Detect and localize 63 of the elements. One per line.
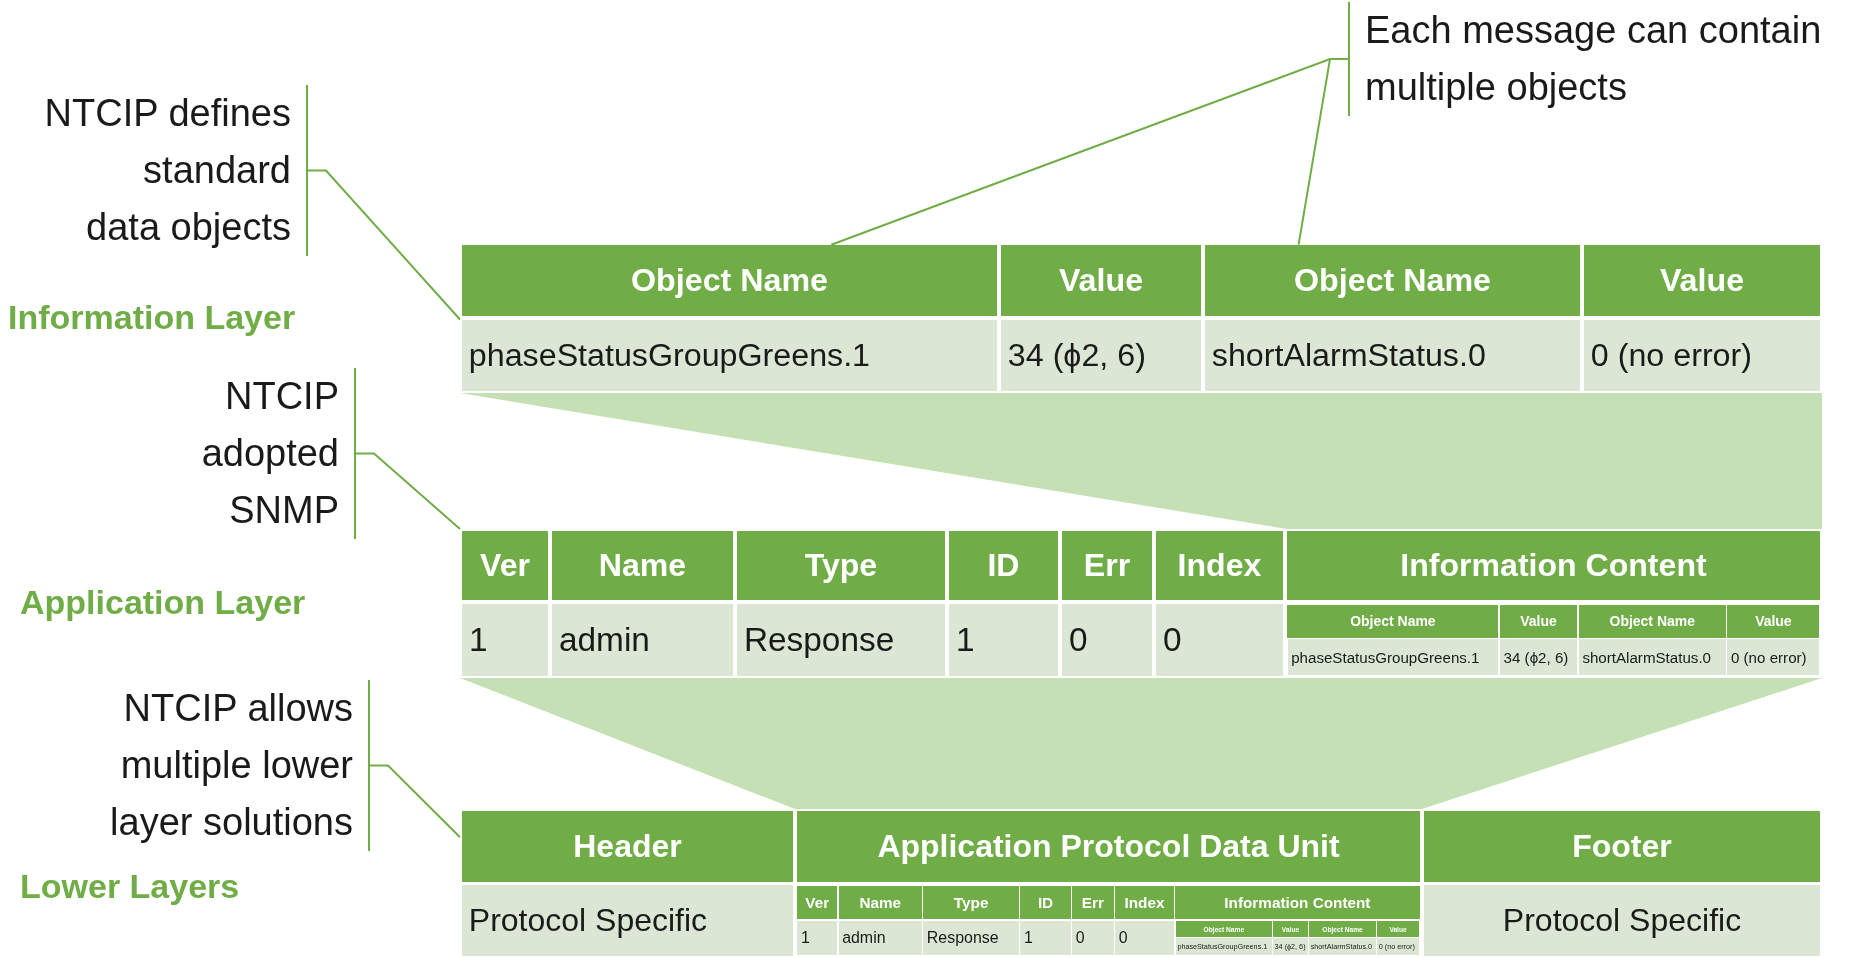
table-cell: shortAlarmStatus.0 <box>1578 639 1726 676</box>
column-header: Name <box>838 885 922 920</box>
column-header: Ver <box>461 530 549 601</box>
table-cell: 34 (ϕ2, 6) <box>1000 319 1202 392</box>
table-cell: admin <box>838 920 922 956</box>
column-header: Type <box>923 885 1019 920</box>
column-header: Err <box>1061 530 1153 601</box>
table-cell: phaseStatusGroupGreens.1 <box>1287 639 1499 676</box>
layer-label: Lower Layers <box>20 867 240 906</box>
column-header: Value <box>1583 244 1821 317</box>
data-table <box>460 529 1822 678</box>
column-header: Information Content <box>1175 885 1420 920</box>
leader-line <box>307 169 461 321</box>
table-cell: 1 <box>461 603 549 677</box>
table-cell: 1 <box>948 603 1059 677</box>
column-header: Name <box>551 530 734 601</box>
table-cell: phaseStatusGroupGreens.1 <box>461 319 998 392</box>
table-cell: Protocol Specific <box>1423 885 1821 957</box>
table-cell: 0 <box>1061 603 1153 677</box>
column-header: Value <box>1499 604 1578 638</box>
table-cell: Protocol Specific <box>461 885 794 957</box>
leader-line <box>1297 58 1349 246</box>
column-header: Footer <box>1423 810 1821 882</box>
layer-label: Information Layer <box>8 298 296 337</box>
table-cell: 0 (no error) <box>1583 319 1821 392</box>
column-header: Object Name <box>461 244 998 317</box>
column-header: ID <box>948 530 1059 601</box>
column-header: Ver <box>797 885 838 920</box>
table-cell: 34 (ϕ2, 6) <box>1500 639 1578 676</box>
table-cell: 0 <box>1155 603 1284 677</box>
column-header: Type <box>736 530 946 601</box>
column-header: Value <box>1727 604 1820 638</box>
column-header: Err <box>1072 885 1114 920</box>
table-cell: 0 <box>1072 920 1114 956</box>
column-header: Information Content <box>1286 530 1821 601</box>
data-table <box>460 243 1822 393</box>
expansion-band <box>460 393 1822 529</box>
annotation-text: NTCIP allows multiple lower layer solutions <box>0 680 370 851</box>
expansion-band <box>460 678 1822 809</box>
column-header: Application Protocol Data Unit <box>796 810 1421 882</box>
column-header: Header <box>461 810 794 882</box>
column-header: Object Name <box>1204 244 1581 317</box>
annotation-text: NTCIP adopted SNMP <box>0 368 356 539</box>
layer-label: Application Layer <box>20 583 306 622</box>
annotation-text: NTCIP defines standard data objects <box>0 85 308 256</box>
table-cell: Response <box>923 920 1019 956</box>
table-cell: shortAlarmStatus.0 <box>1204 319 1581 392</box>
column-header: Index <box>1115 885 1174 920</box>
annotation-text: Each message can contain multiple objects <box>1348 2 1874 116</box>
table-cell: 0 <box>1115 920 1174 956</box>
table-cell: admin <box>551 603 734 677</box>
leader-line <box>369 764 461 839</box>
column-header: Index <box>1155 530 1284 601</box>
column-header: ID <box>1020 885 1071 920</box>
column-header: Object Name <box>1578 604 1726 638</box>
leader-line <box>355 452 461 530</box>
table-cell: 1 <box>797 920 838 956</box>
table-cell: 0 (no error) <box>1727 639 1820 676</box>
column-header: Object Name <box>1287 604 1499 638</box>
table-cell: 1 <box>1020 920 1071 956</box>
table-cell: Response <box>736 603 946 677</box>
data-table <box>460 809 1822 958</box>
column-header: Value <box>1000 244 1202 317</box>
